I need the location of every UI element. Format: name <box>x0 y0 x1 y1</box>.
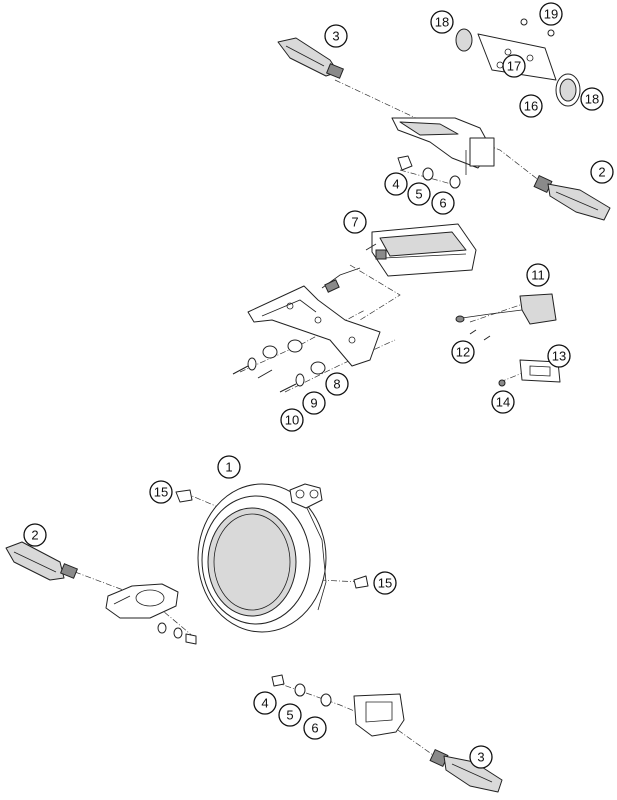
callout-label: 17 <box>507 59 521 74</box>
fastener-set-left <box>157 622 197 645</box>
rear-turn-signal-right <box>429 748 503 793</box>
callout-label: 15 <box>378 576 392 591</box>
callout-label: 2 <box>31 528 38 543</box>
callout-label: 13 <box>552 349 566 364</box>
tail-light-bracket <box>247 267 381 367</box>
callout-label: 16 <box>524 99 538 114</box>
callout-label: 1 <box>225 460 232 475</box>
callout-1: 1 <box>217 455 241 479</box>
callout-11: 11 <box>526 263 550 287</box>
callout-label: 4 <box>392 177 399 192</box>
callout-3: 3 <box>324 24 348 48</box>
license-plate-bracket <box>391 117 495 175</box>
callout-label: 10 <box>285 413 299 428</box>
turn-signal-clamp-left <box>105 583 179 619</box>
callout-4: 4 <box>253 691 277 715</box>
fastener-set-top <box>397 155 461 189</box>
callout-6: 6 <box>431 191 455 215</box>
callout-19: 19 <box>539 2 563 26</box>
callout-label: 3 <box>477 750 484 765</box>
fastener-set-tail-light <box>232 339 326 393</box>
callout-10: 10 <box>280 408 304 432</box>
callout-label: 6 <box>311 721 318 736</box>
callout-7: 7 <box>343 210 367 234</box>
callout-label: 19 <box>544 7 558 22</box>
callout-label: 7 <box>351 215 358 230</box>
callout-6: 6 <box>303 716 327 740</box>
callout-label: 8 <box>333 377 340 392</box>
callout-label: 14 <box>496 395 510 410</box>
callout-4: 4 <box>384 172 408 196</box>
callout-5: 5 <box>278 703 302 727</box>
callout-14: 14 <box>491 390 515 414</box>
rear-turn-signal-left <box>277 37 345 79</box>
callout-18: 18 <box>430 10 454 34</box>
callout-16: 16 <box>519 94 543 118</box>
callout-18: 18 <box>580 87 604 111</box>
callout-17: 17 <box>502 54 526 78</box>
callout-15: 15 <box>373 571 397 595</box>
callout-label: 6 <box>439 196 446 211</box>
callout-8: 8 <box>325 372 349 396</box>
callout-label: 4 <box>261 696 268 711</box>
tail-light <box>365 223 477 277</box>
callout-label: 3 <box>332 29 339 44</box>
callout-5: 5 <box>407 182 431 206</box>
callout-label: 18 <box>435 15 449 30</box>
fastener-set-bottom <box>271 674 332 707</box>
turn-signal-clamp-right <box>353 693 405 737</box>
callout-label: 5 <box>415 187 422 202</box>
callout-label: 9 <box>310 396 317 411</box>
license-plate-light <box>455 293 557 341</box>
headlight <box>197 483 327 633</box>
callout-2: 2 <box>23 523 47 547</box>
callout-label: 15 <box>154 485 168 500</box>
assembly-guide-lines <box>74 79 546 761</box>
callout-label: 12 <box>456 345 470 360</box>
callout-15: 15 <box>149 480 173 504</box>
headlight-screws <box>175 489 369 589</box>
callout-label: 2 <box>598 165 605 180</box>
callout-3: 3 <box>469 745 493 769</box>
callout-12: 12 <box>451 340 475 364</box>
turn-signal-right <box>533 174 611 221</box>
callout-2: 2 <box>590 160 614 184</box>
callout-13: 13 <box>547 344 571 368</box>
turn-signal-left <box>5 541 79 581</box>
callout-label: 18 <box>585 92 599 107</box>
callout-label: 5 <box>286 708 293 723</box>
callout-label: 11 <box>531 268 545 283</box>
callout-9: 9 <box>302 391 326 415</box>
rear-reflector <box>498 359 561 387</box>
